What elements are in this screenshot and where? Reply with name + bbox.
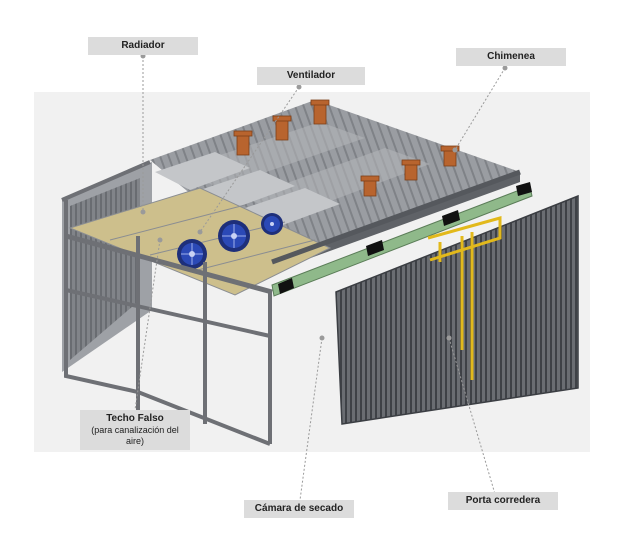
label-ventilador: Ventilador [257, 67, 365, 85]
label-techo-falso-title: Techo Falso [106, 413, 164, 424]
label-techo-falso-sub: (para canalización del aire) [91, 425, 179, 446]
chimney-icon [233, 99, 460, 197]
fan-icon [177, 239, 207, 269]
label-ventilador-text: Ventilador [286, 70, 336, 81]
label-radiador-text: Radiador [121, 40, 165, 51]
duct-block-1 [155, 152, 250, 190]
label-radiador: Radiador [88, 37, 198, 55]
fan-icon [218, 220, 250, 252]
front-beam [65, 233, 273, 295]
label-chimenea-text: Chimenea [487, 51, 535, 62]
false-ceiling-grid [68, 187, 332, 296]
top-beam [271, 169, 521, 265]
label-porta: Porta corredera [448, 492, 558, 510]
label-camara: Cámara de secado [244, 500, 354, 518]
label-techo-falso: Techo Falso (para canalización del aire) [80, 410, 190, 450]
leader-lines [134, 56, 506, 501]
sliding-door [336, 196, 578, 424]
label-porta-text: Porta corredera [465, 495, 541, 506]
label-camara-text: Cámara de secado [254, 503, 344, 514]
frame [61, 160, 272, 446]
label-chimenea: Chimenea [456, 48, 566, 66]
door-handle [427, 216, 502, 380]
fan-icon [261, 213, 283, 235]
